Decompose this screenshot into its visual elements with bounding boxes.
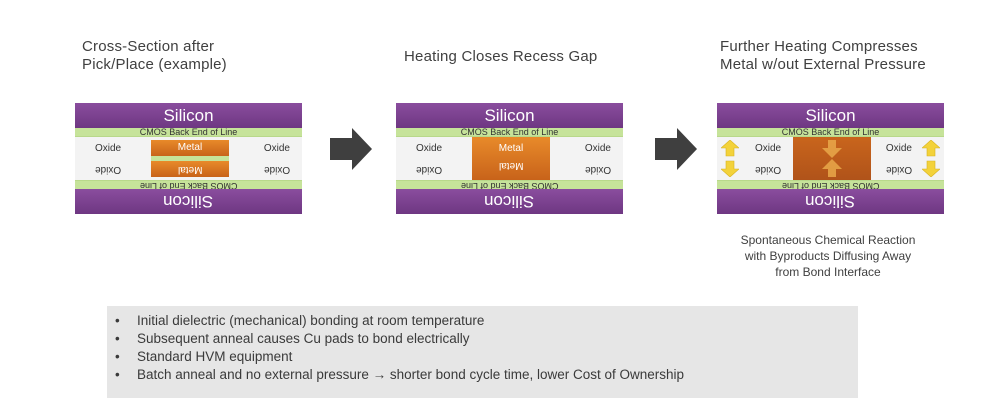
pressure-arrows-left-icon xyxy=(721,140,739,177)
bullet-item: Batch anneal and no external pressure → … xyxy=(115,366,858,384)
beol-bottom-layer: CMOS Back End of Line xyxy=(75,180,302,191)
stack-pick-place: Silicon CMOS Back End of Line Oxide Oxid… xyxy=(75,103,302,214)
oxide-label-flipped: Oxide xyxy=(584,164,611,175)
beol-bottom-layer: CMOS Back End of Line xyxy=(717,180,944,191)
silicon-bottom-layer: Silicon xyxy=(75,189,302,214)
metal-pad-bottom: Metal xyxy=(151,161,229,177)
reaction-caption: Spontaneous Chemical Reaction with Bypro… xyxy=(708,232,948,280)
beol-top-layer: CMOS Back End of Line xyxy=(396,128,623,137)
oxide-label-flipped: Oxide xyxy=(755,164,782,175)
oxide-label-flipped: Oxide xyxy=(95,164,122,175)
beol-top-layer: CMOS Back End of Line xyxy=(75,128,302,137)
stage-3-title-line1: Further Heating Compresses xyxy=(720,38,918,55)
metal-pad-merged: Metal Metal xyxy=(472,137,550,180)
bullet-item: Subsequent anneal causes Cu pads to bond… xyxy=(115,330,858,348)
oxide-label-flipped: Oxide xyxy=(885,164,912,175)
oxide-label: Oxide xyxy=(416,143,443,154)
reaction-caption-line2: with Byproducts Diffusing Away xyxy=(744,249,912,263)
notes-box: Initial dielectric (mechanical) bonding … xyxy=(107,306,858,398)
stage-3-title: Further Heating Compresses Metal w/out E… xyxy=(720,38,926,74)
oxide-label: Oxide xyxy=(885,143,912,154)
reaction-caption-line1: Spontaneous Chemical Reaction xyxy=(740,233,916,247)
process-arrow-icon xyxy=(330,128,372,170)
oxide-layer: Oxide Oxide Oxide Oxide xyxy=(717,137,944,180)
stack-compressed: Silicon CMOS Back End of Line Oxide Oxid… xyxy=(717,103,944,214)
beol-top-layer: CMOS Back End of Line xyxy=(717,128,944,137)
pressure-arrows-right-icon xyxy=(922,140,940,177)
beol-bottom-layer: CMOS Back End of Line xyxy=(396,180,623,191)
oxide-label: Oxide xyxy=(263,143,290,154)
bullet-item: Standard HVM equipment xyxy=(115,348,858,366)
compression-arrows-icon xyxy=(822,140,842,177)
oxide-layer: Oxide Oxide Oxide Oxide Metal Metal xyxy=(396,137,623,180)
stack-gap-closed: Silicon CMOS Back End of Line Oxide Oxid… xyxy=(396,103,623,214)
oxide-layer: Oxide Oxide Oxide Oxide Metal Metal xyxy=(75,137,302,180)
silicon-top-layer: Silicon xyxy=(75,103,302,128)
stage-2-title-line1: Heating Closes Recess Gap xyxy=(404,48,598,65)
bullet-item: Initial dielectric (mechanical) bonding … xyxy=(115,312,858,330)
oxide-label-flipped: Oxide xyxy=(263,164,290,175)
reaction-caption-line3: from Bond Interface xyxy=(775,265,881,279)
oxide-label: Oxide xyxy=(584,143,611,154)
stage-3-title-line2: Metal w/out External Pressure xyxy=(720,56,926,73)
recess-gap xyxy=(151,156,229,161)
silicon-bottom-layer: Silicon xyxy=(396,189,623,214)
silicon-top-layer: Silicon xyxy=(396,103,623,128)
oxide-label: Oxide xyxy=(755,143,782,154)
stage-2-title: Heating Closes Recess Gap xyxy=(404,48,597,66)
bullet-list: Initial dielectric (mechanical) bonding … xyxy=(107,306,858,384)
stage-1-title: Cross-Section after Pick/Place (example) xyxy=(82,38,227,74)
silicon-bottom-layer: Silicon xyxy=(717,189,944,214)
silicon-top-layer: Silicon xyxy=(717,103,944,128)
stage-1-title-line2: Pick/Place (example) xyxy=(82,56,227,73)
oxide-label-flipped: Oxide xyxy=(416,164,443,175)
metal-pad-top: Metal xyxy=(151,140,229,156)
stage-1-title-line1: Cross-Section after xyxy=(82,38,215,55)
process-arrow-icon xyxy=(655,128,697,170)
oxide-label: Oxide xyxy=(95,143,122,154)
